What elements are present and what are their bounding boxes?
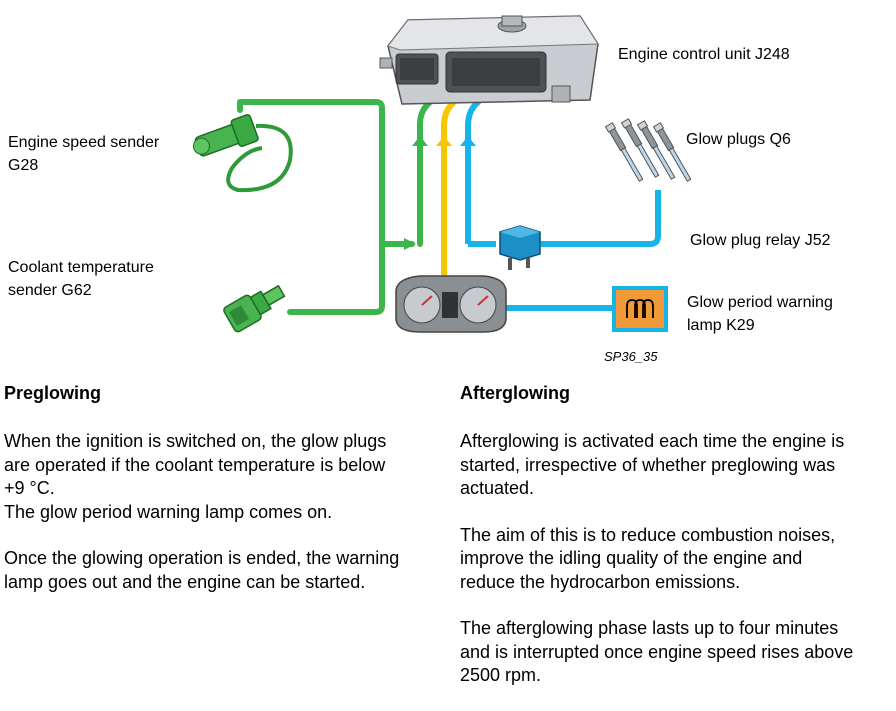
glow-plugs-icon [604, 118, 692, 182]
text-line: The aim of this is to reduce combustion … [460, 524, 836, 545]
text-line: and is interrupted once engine speed ris… [460, 641, 854, 662]
engine-control-unit-icon [379, 15, 599, 105]
glow-plug-relay-icon [499, 225, 541, 270]
text-line: started, irrespective of whether preglow… [460, 454, 836, 475]
text-line: reduce the hydrocarbon emissions. [460, 571, 741, 592]
preglowing-section: Preglowing When the ignition is switched… [4, 380, 440, 617]
text-line: lamp goes out and the engine can be star… [4, 571, 366, 592]
text-line: improve the idling quality of the engine… [460, 548, 803, 568]
coolant-temperature-sender-icon [223, 284, 286, 333]
green-arrow-up [412, 136, 428, 146]
engine-speed-sender-icon [192, 113, 293, 193]
instrument-cluster-icon [395, 275, 507, 333]
afterglowing-heading: Afterglowing [460, 383, 570, 403]
preglowing-heading: Preglowing [4, 383, 102, 403]
warning-lamp-label-line1: Glow period warning [687, 294, 833, 311]
green-arrow-to-bus [404, 238, 416, 250]
preglowing-paragraph-2: Once the glowing operation is ended, the… [4, 547, 440, 594]
text-line: +9 °C. [4, 478, 55, 498]
afterglowing-paragraph-3: The afterglowing phase lasts up to four … [460, 617, 896, 688]
text-line: actuated. [460, 478, 535, 498]
relay-label: Glow plug relay J52 [690, 232, 831, 249]
glow-system-diagram: Engine control unit J248 Glow plugs Q6 G… [8, 15, 833, 364]
coolant-sender-label-line2: sender G62 [8, 282, 92, 299]
text-line: When the ignition is switched on, the gl… [4, 431, 387, 451]
text-line: 2500 rpm. [460, 665, 542, 685]
ecu-label: Engine control unit J248 [618, 46, 790, 63]
text-line: Afterglowing is activated each time the … [460, 431, 845, 451]
text-line: are operated if the coolant temperature … [4, 454, 386, 475]
text-line: The afterglowing phase lasts up to four … [460, 618, 839, 638]
speed-sender-label-line2: G28 [8, 157, 39, 174]
speed-sender-label-line1: Engine speed sender [8, 134, 160, 151]
afterglowing-paragraph-1: Afterglowing is activated each time the … [460, 430, 896, 501]
blue-arrow-up [460, 136, 476, 146]
text-line: Once the glowing operation is ended, the… [4, 548, 400, 568]
afterglowing-paragraph-2: The aim of this is to reduce combustion … [460, 524, 896, 595]
yellow-signal-line [441, 91, 465, 280]
glow-plugs-label: Glow plugs Q6 [686, 131, 791, 148]
warning-lamp-label-line2: lamp K29 [687, 317, 755, 334]
blue-signal-lines [465, 91, 661, 311]
glow-period-warning-lamp-icon [612, 286, 668, 332]
figure-id: SP36_35 [604, 349, 658, 364]
preglowing-paragraph-1: When the ignition is switched on, the gl… [4, 430, 440, 524]
yellow-arrow-up [436, 136, 452, 146]
diagram-graphic [192, 15, 692, 333]
afterglowing-section: Afterglowing Afterglowing is activated e… [460, 380, 896, 711]
text-line: The glow period warning lamp comes on. [4, 501, 333, 522]
coolant-sender-label-line1: Coolant temperature [8, 259, 154, 276]
